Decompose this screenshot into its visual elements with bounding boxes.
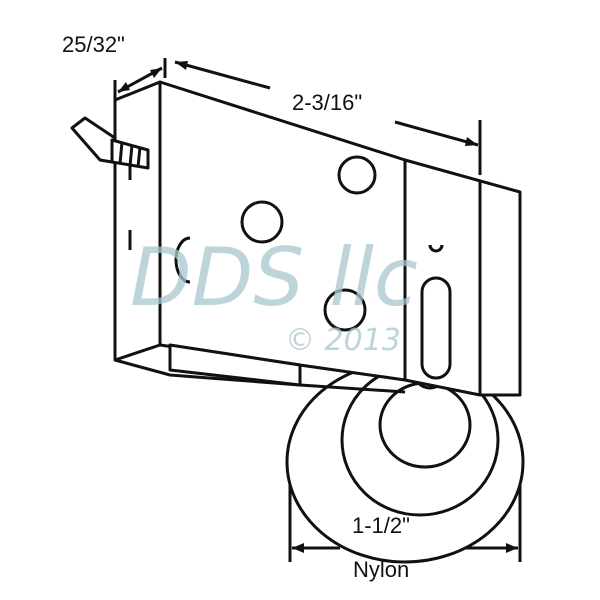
roller-housing [113,80,522,397]
depth-label: 25/32" [62,32,125,57]
svg-text:DDS llc: DDS llc [130,231,418,324]
wheel-material-label: Nylon [353,557,409,582]
length-label: 2-3/16" [292,90,362,115]
dimension-lines [113,58,522,562]
svg-text:© 2013: © 2013 [285,323,401,358]
watermark: DDS llc © 2013 [130,231,418,358]
wheel-diameter-label: 1-1/2" [352,513,410,538]
mounting-screw [70,116,150,170]
